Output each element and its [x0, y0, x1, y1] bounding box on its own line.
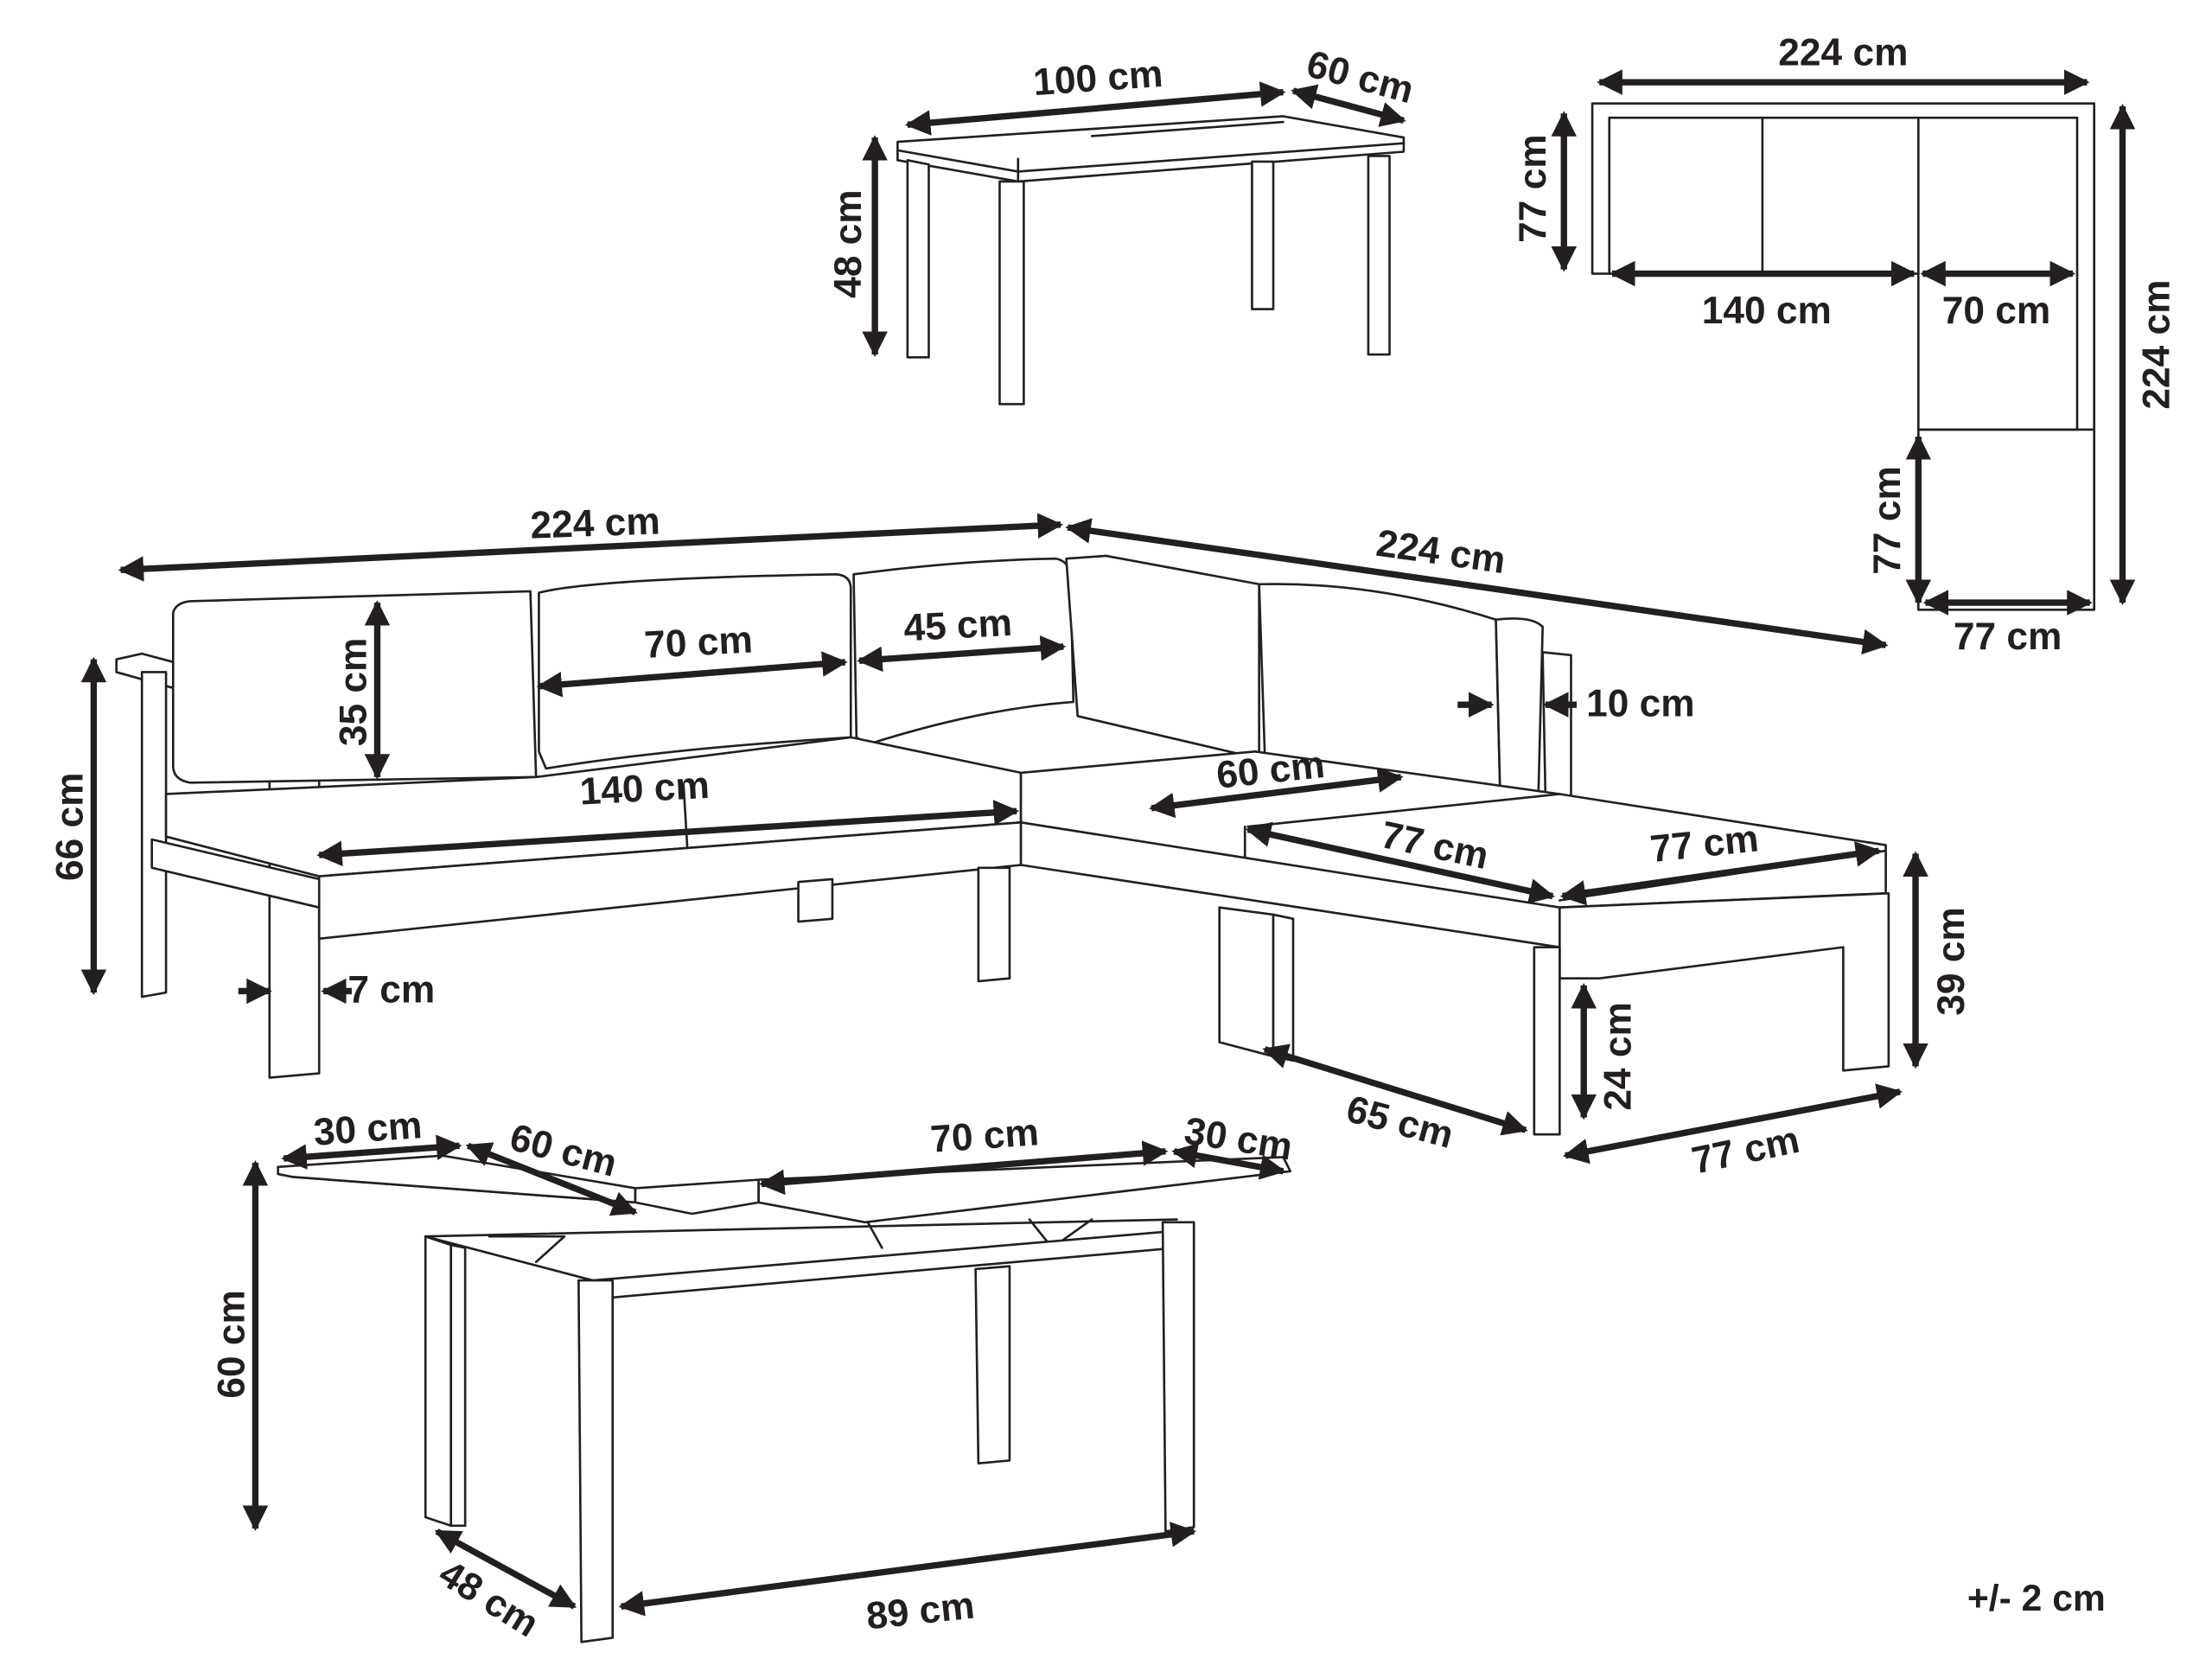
back-cushion-width-label: 70 cm [643, 619, 754, 667]
corner-cushion-width-label: 45 cm [902, 602, 1013, 650]
sofa-length-left-label: 224 cm [530, 500, 661, 546]
plan-total-depth-label: 224 cm [2136, 279, 2178, 409]
corner-sofa-drawing: 224 cm 224 cm 35 cm 70 cm 45 cm 140 cm 6… [48, 500, 1973, 1182]
back-cushion-height-label: 35 cm [332, 638, 374, 747]
top-plan-drawing: 224 cm 77 cm 140 cm 70 cm 224 cm 77 cm 7… [1512, 31, 2178, 658]
leg-clearance-label: 24 cm [1597, 1002, 1639, 1111]
lift-table-left-extension-label: 30 cm [312, 1104, 424, 1154]
chaise-side-label: 65 cm [1342, 1088, 1458, 1157]
lift-table-depth-label: 48 cm [431, 1552, 545, 1645]
lift-table-middle-panel-label: 70 cm [929, 1111, 1041, 1161]
side-table-depth-label: 60 cm [1303, 42, 1418, 112]
lift-table-height-label: 60 cm [210, 1290, 252, 1399]
plan-chaise-width-label: 77 cm [1954, 616, 2062, 658]
lift-table-length-label: 89 cm [864, 1585, 977, 1638]
seat-height-label: 39 cm [1930, 907, 1973, 1016]
lift-table-drawing: 30 cm 60 cm 70 cm 30 cm 60 cm 48 cm 89 c… [210, 1104, 1295, 1645]
side-table-drawing: 100 cm 60 cm 48 cm [827, 42, 1418, 405]
plan-total-width-label: 224 cm [1778, 31, 1908, 73]
side-table-height-label: 48 cm [827, 189, 870, 298]
plan-corner-section-label: 70 cm [1942, 290, 2051, 332]
plan-chaise-depth-label: 77 cm [1866, 466, 1909, 575]
side-table-width-label: 100 cm [1032, 53, 1164, 104]
plan-seat-depth-label: 77 cm [1512, 134, 1554, 243]
arm-width-label: 7 cm [347, 969, 435, 1011]
sofa-height-label: 66 cm [48, 772, 91, 881]
seat-width-label: 140 cm [578, 764, 710, 814]
back-thickness-label: 10 cm [1586, 682, 1695, 724]
plan-sofa-section-label: 140 cm [1702, 290, 1832, 332]
tolerance-note: +/- 2 cm [1967, 1578, 2106, 1619]
